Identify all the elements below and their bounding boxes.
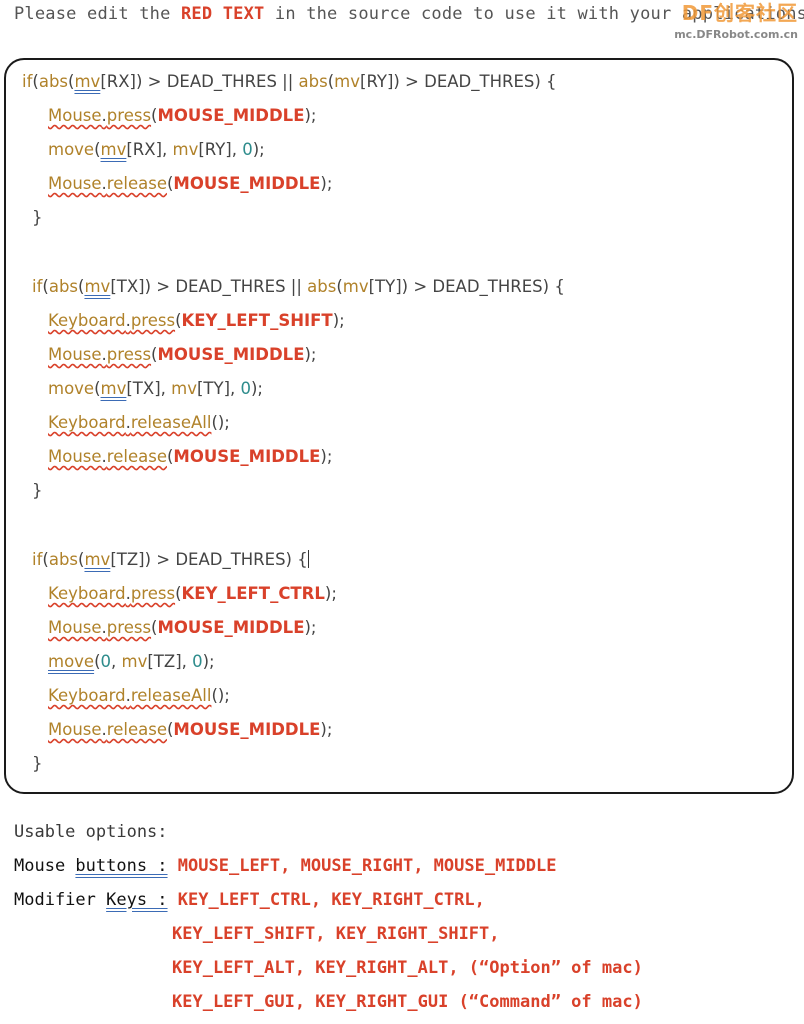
code-line: Keyboard.press(KEY_LEFT_CTRL); <box>48 584 337 603</box>
instruction-text: Please edit the RED TEXT in the source c… <box>14 4 804 24</box>
code-line: Mouse.release(MOUSE_MIDDLE); <box>48 720 333 739</box>
text-cursor <box>307 550 309 568</box>
code-line: } <box>32 481 43 500</box>
code-line: Mouse.press(MOUSE_MIDDLE); <box>48 106 317 125</box>
watermark-url: mc.DFRobot.com.cn <box>674 28 798 41</box>
code-block: if(abs(mv[RX]) > DEAD_THRES || abs(mv[RY… <box>4 58 794 794</box>
options-heading: Usable options: <box>14 822 168 842</box>
instruction-prefix: Please edit the <box>14 4 181 24</box>
code-line: Keyboard.releaseAll(); <box>48 686 230 705</box>
code-line: if(abs(mv[RX]) > DEAD_THRES || abs(mv[RY… <box>22 72 557 91</box>
modifier-keys-line-2: KEY_LEFT_SHIFT, KEY_RIGHT_SHIFT, <box>172 924 500 944</box>
code-line: Mouse.press(MOUSE_MIDDLE); <box>48 345 317 364</box>
watermark-brand: DF创客社区 <box>681 1 798 25</box>
code-line: Mouse.release(MOUSE_MIDDLE); <box>48 447 333 466</box>
code-line: Keyboard.press(KEY_LEFT_SHIFT); <box>48 311 345 330</box>
code-line: } <box>32 754 43 773</box>
code-line: if(abs(mv[TX]) > DEAD_THRES || abs(mv[TY… <box>32 277 565 296</box>
code-line: Mouse.release(MOUSE_MIDDLE); <box>48 174 333 193</box>
instruction-suffix: in the source code to use it with your a… <box>264 4 804 24</box>
code-line: move(mv[TX], mv[TY], 0); <box>48 379 263 398</box>
modifier-keys-line-4: KEY_LEFT_GUI, KEY_RIGHT_GUI (“Command” o… <box>172 992 643 1012</box>
instruction-highlight: RED TEXT <box>180 4 265 24</box>
code-line: } <box>32 208 43 227</box>
code-line: Mouse.press(MOUSE_MIDDLE); <box>48 618 317 637</box>
code-line: move(0, mv[TZ], 0); <box>48 652 215 671</box>
watermark: DF创客社区 mc.DFRobot.com.cn <box>674 2 798 42</box>
modifier-keys-line-3: KEY_LEFT_ALT, KEY_RIGHT_ALT, (“Option” o… <box>172 958 643 978</box>
mouse-buttons-row: Mouse buttons : MOUSE_LEFT, MOUSE_RIGHT,… <box>14 856 557 876</box>
code-line: Keyboard.releaseAll(); <box>48 413 230 432</box>
code-line: if(abs(mv[TZ]) > DEAD_THRES) { <box>32 550 309 569</box>
code-line: move(mv[RX], mv[RY], 0); <box>48 140 265 159</box>
modifier-keys-row: Modifier Keys : KEY_LEFT_CTRL, KEY_RIGHT… <box>14 890 485 910</box>
